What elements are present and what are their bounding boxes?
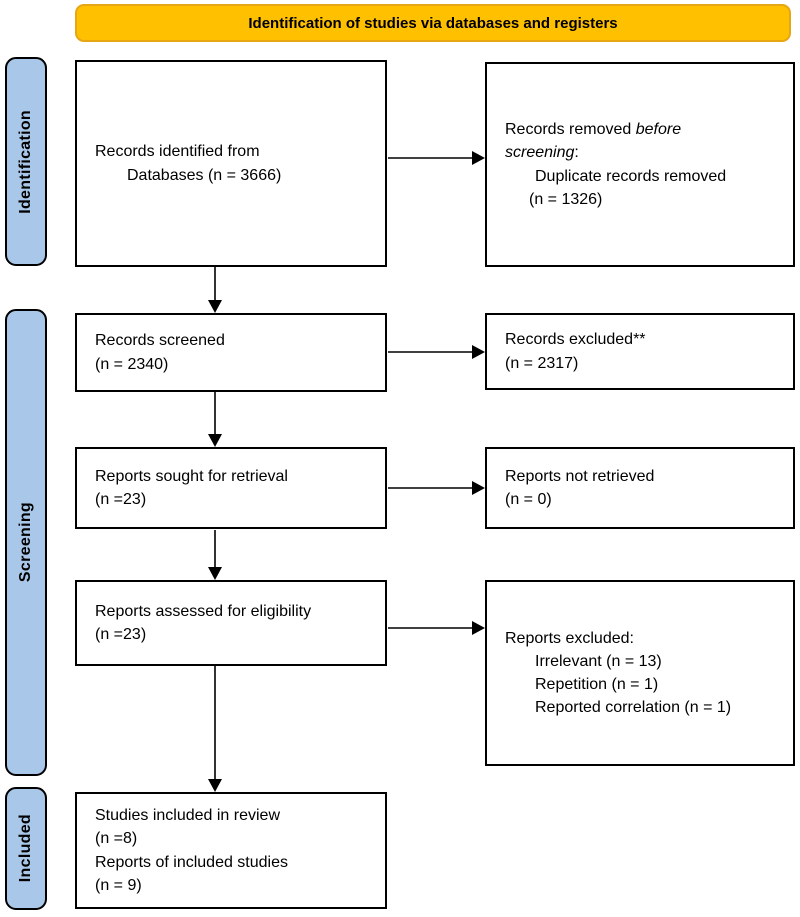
reports-excluded-line2: Irrelevant (n = 13) [535,652,662,670]
phase-included-label: Included [17,814,34,883]
reports-sought-line1: Reports sought for retrieval [95,467,288,485]
studies-included-line1: Studies included in review [95,807,280,825]
phase-screening: Screening [5,309,47,776]
records-excluded-line1: Records excluded** [505,331,646,349]
phase-included: Included [5,787,47,910]
reports-excluded-line4: Reported correlation (n = 1) [535,699,732,717]
arrowhead-identified-to-screened [208,300,222,313]
records-removed-line4: (n = 1326) [529,190,603,208]
box-reports-not-retrieved: Reports not retrieved (n = 0) [485,447,795,529]
reports-assessed-line1: Reports assessed for eligibility [95,602,312,620]
reports-sought-line2: (n =23) [95,491,147,508]
box-records-screened: Records screened (n = 2340) [75,313,387,392]
box-reports-assessed: Reports assessed for eligibility (n =23) [75,580,387,666]
records-removed-line1: Records removed before [505,121,682,139]
box-records-identified: Records identified from Databases (n = 3… [75,60,387,267]
box-studies-included: Studies included in review (n =8) Report… [75,792,387,909]
studies-included-line4: (n = 9) [95,876,142,894]
reports-assessed-line2: (n =23) [95,626,147,643]
arrowhead-assessed-to-included [208,779,222,792]
records-removed-line2: screening: [505,144,579,162]
reports-excluded-line3: Repetition (n = 1) [535,676,659,693]
reports-not-retrieved-line2: (n = 0) [505,491,552,508]
banner-title: Identification of studies via databases … [75,4,791,42]
records-screened-line1: Records screened [95,332,225,350]
reports-excluded-line1: Reports excluded: [505,629,634,647]
records-removed-line3: Duplicate records removed [535,167,727,185]
phase-identification: Identification [5,57,47,266]
records-removed-italic-before: before [635,121,682,139]
box-records-excluded: Records excluded** (n = 2317) [485,313,795,390]
records-identified-line1: Records identified from [95,143,260,161]
records-excluded-line2: (n = 2317) [505,354,579,372]
arrowhead-assessed-to-excluded [472,621,485,635]
arrowhead-sought-to-assessed [208,567,222,580]
studies-included-line3: Reports of included studies [95,853,288,871]
banner-title-label: Identification of studies via databases … [248,14,618,32]
reports-not-retrieved-line1: Reports not retrieved [505,467,655,485]
box-records-removed: Records removed before screening: Duplic… [485,62,795,267]
records-identified-line2: Databases (n = 3666) [127,166,282,184]
box-reports-excluded: Reports excluded: Irrelevant (n = 13) Re… [485,580,795,766]
records-screened-line2: (n = 2340) [95,355,169,373]
phase-screening-label: Screening [17,502,34,583]
studies-included-line2: (n =8) [95,830,138,848]
arrowhead-screened-to-sought [208,434,222,447]
arrowhead-screened-to-excluded [472,345,485,359]
arrowhead-identified-to-removed [472,151,485,165]
arrowhead-sought-to-not-retrieved [472,481,485,495]
records-removed-italic-screening: screening [505,144,575,162]
box-reports-sought: Reports sought for retrieval (n =23) [75,447,387,529]
phase-identification-label: Identification [17,109,34,214]
